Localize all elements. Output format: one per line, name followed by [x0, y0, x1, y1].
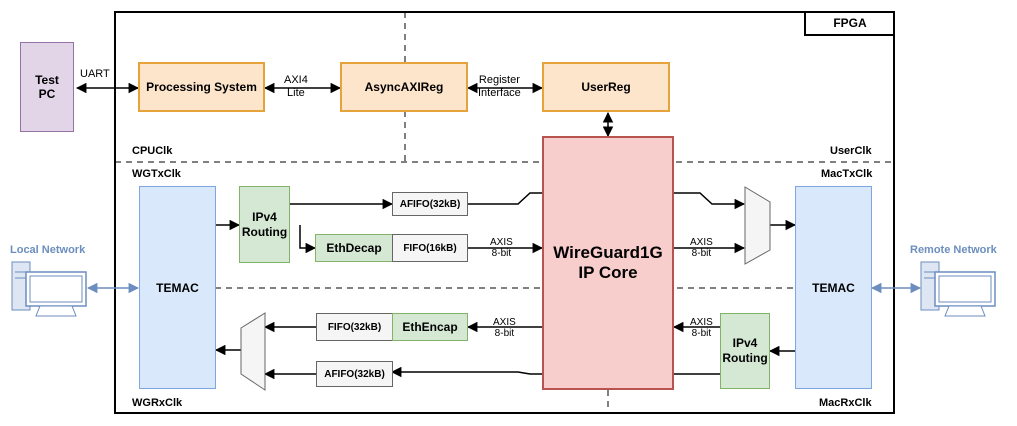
eth-decap-block: EthDecap — [315, 234, 393, 262]
uart-label: UART — [80, 68, 110, 80]
tx-mux — [744, 186, 771, 265]
clock-cpu-label: CPUClk — [132, 145, 173, 157]
axis-label-rx-out: AXIS 8-bit — [493, 317, 516, 339]
axis-label-tx-in: AXIS 8-bit — [490, 237, 513, 259]
clock-macrx-label: MacRxClk — [819, 397, 872, 409]
axis-label-rx-in: AXIS 8-bit — [690, 317, 713, 339]
afifo-32kb-bottom-block: AFIFO(32kB) — [316, 361, 393, 387]
processing-system-block: Processing System — [138, 62, 265, 112]
local-computer-icon — [11, 261, 87, 317]
fifo-32kb-block: FIFO(32kB) — [316, 313, 393, 341]
clock-wgtx-label: WGTxClk — [132, 168, 181, 180]
fifo-16kb-block: FIFO(16kB) — [392, 234, 468, 262]
afifo-32kb-top-block: AFIFO(32kB) — [392, 192, 468, 216]
remote-network-label: Remote Network — [910, 244, 997, 256]
local-network-label: Local Network — [10, 244, 86, 256]
temac-right-block: TEMAC — [795, 186, 872, 389]
rx-mux — [240, 312, 266, 391]
fpga-frame — [114, 11, 895, 414]
register-interface-label: Register Interface — [478, 74, 521, 99]
remote-computer-icon — [920, 261, 996, 317]
clock-mactx-label: MacTxClk — [821, 168, 873, 180]
axi4-lite-label: AXI4 Lite — [284, 74, 308, 99]
temac-left-block: TEMAC — [139, 186, 216, 389]
clock-wgrx-label: WGRxClk — [132, 397, 183, 409]
clock-user-label: UserClk — [830, 145, 872, 157]
ipv4-routing-rx-block: IPv4 Routing — [720, 313, 770, 389]
ipv4-routing-tx-block: IPv4 Routing — [239, 186, 290, 263]
async-axi-reg-block: AsyncAXIReg — [340, 62, 468, 112]
fpga-label: FPGA — [804, 12, 894, 36]
eth-encap-block: EthEncap — [392, 313, 468, 341]
test-pc-block: Test PC — [20, 42, 74, 132]
user-reg-block: UserReg — [542, 62, 670, 112]
wireguard-core-block: WireGuard1G IP Core — [542, 136, 674, 390]
axis-label-tx-out: AXIS 8-bit — [690, 237, 713, 259]
ipv4-to-decap-arrow — [299, 225, 317, 254]
